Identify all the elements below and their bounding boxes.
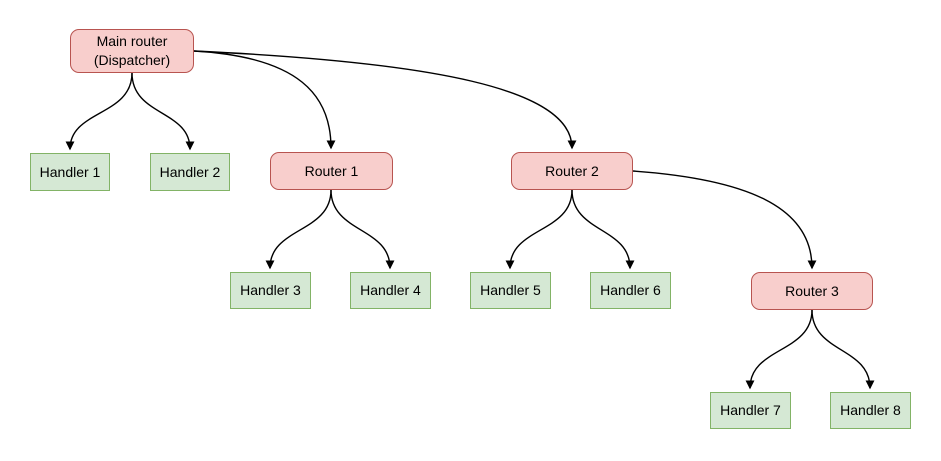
node-handler-4-label: Handler 4 — [360, 282, 421, 298]
edge-router-2-to-handler-6 — [571, 189, 635, 270]
node-handler-7: Handler 7 — [710, 392, 791, 429]
node-router-1: Router 1 — [270, 152, 393, 190]
node-handler-2: Handler 2 — [150, 153, 230, 191]
node-handler-3-label: Handler 3 — [240, 282, 301, 298]
node-router-2: Router 2 — [511, 152, 633, 190]
node-handler-4: Handler 4 — [350, 272, 431, 309]
node-handler-1-label: Handler 1 — [39, 163, 101, 180]
node-handler-5: Handler 5 — [470, 272, 551, 309]
edge-main-router-to-router-2 — [193, 50, 577, 150]
node-router-3-label: Router 3 — [785, 282, 839, 299]
node-handler-7-label: Handler 7 — [720, 402, 781, 418]
node-handler-1: Handler 1 — [30, 153, 110, 191]
edge-router-1-to-handler-4 — [330, 189, 395, 270]
node-handler-6: Handler 6 — [590, 272, 671, 309]
edge-router-2-to-handler-5 — [505, 189, 573, 270]
node-handler-3: Handler 3 — [230, 272, 311, 309]
node-router-1-label: Router 1 — [304, 162, 359, 179]
node-handler-8-label: Handler 8 — [840, 402, 901, 418]
node-router-2-label: Router 2 — [545, 162, 599, 179]
edge-main-router-to-handler-2 — [131, 72, 195, 151]
edge-main-router-to-router-1 — [193, 50, 336, 150]
node-handler-2-label: Handler 2 — [159, 163, 221, 180]
node-handler-6-label: Handler 6 — [600, 282, 661, 298]
edge-router-3-to-handler-7 — [745, 309, 813, 390]
node-main-router-label: Main router (Dispatcher) — [93, 33, 171, 68]
node-handler-8: Handler 8 — [830, 392, 911, 429]
node-router-3: Router 3 — [751, 272, 873, 310]
edge-router-2-to-router-3 — [632, 170, 817, 270]
node-main-router: Main router (Dispatcher) — [70, 29, 194, 73]
edge-router-1-to-handler-3 — [265, 189, 332, 270]
edge-router-3-to-handler-8 — [811, 309, 875, 390]
node-handler-5-label: Handler 5 — [480, 282, 541, 298]
edge-main-router-to-handler-1 — [65, 72, 133, 151]
